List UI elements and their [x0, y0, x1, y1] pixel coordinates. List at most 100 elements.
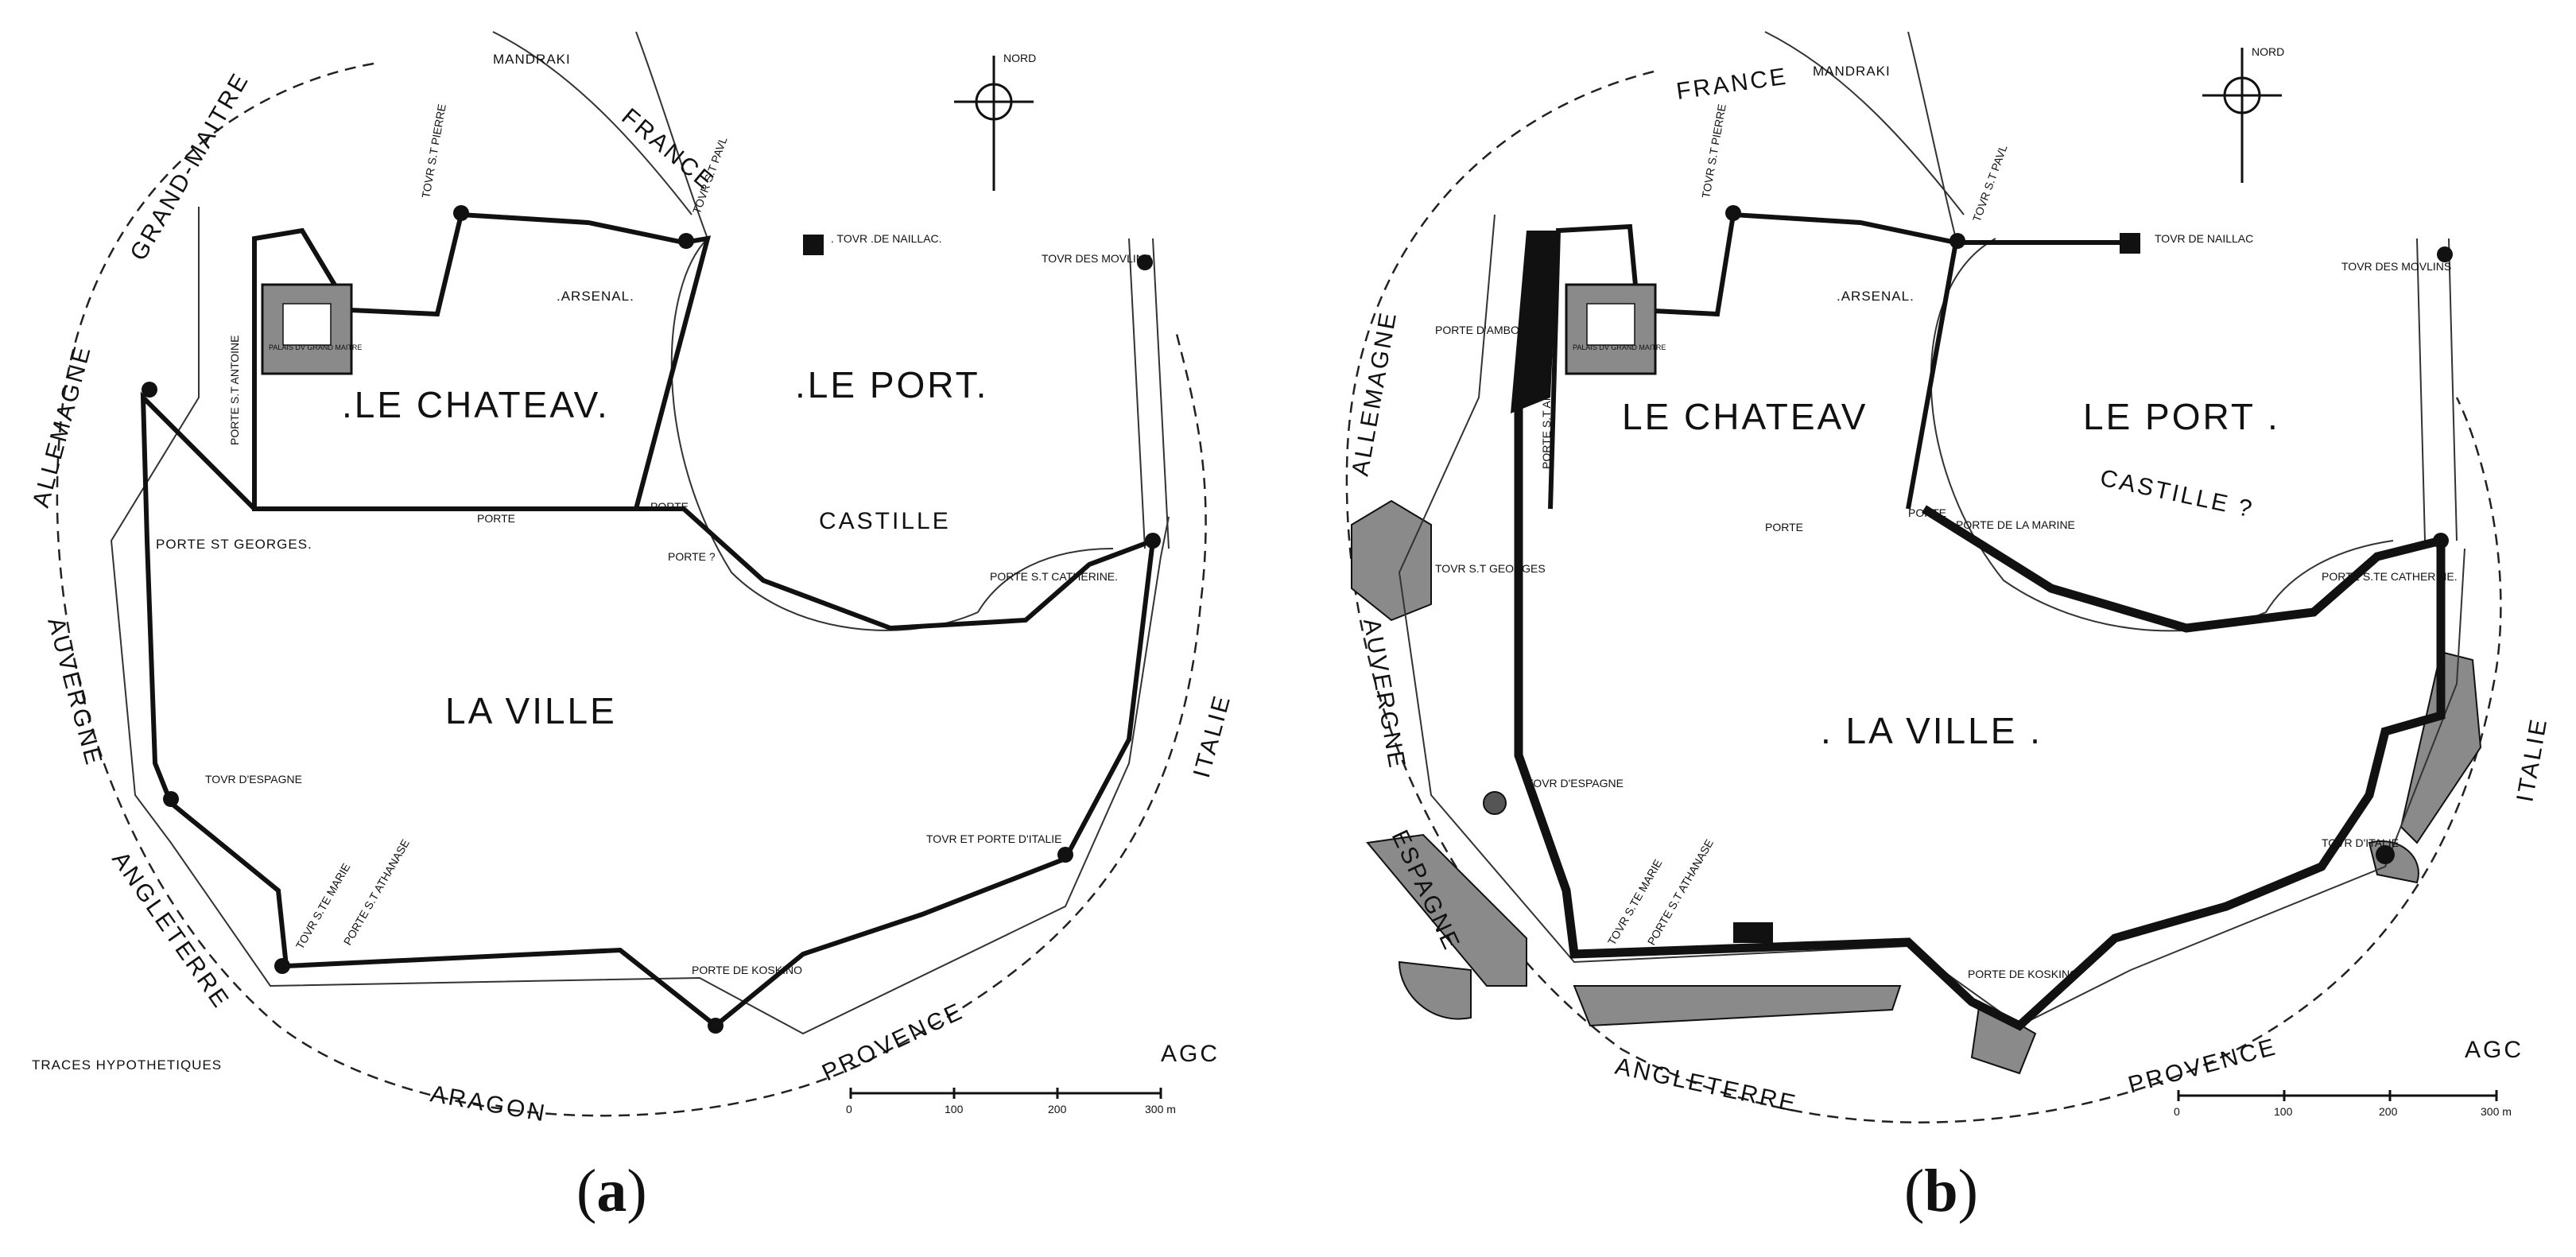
label-porte-georges-a: PORTE ST GEORGES. — [156, 537, 312, 552]
label-porte-catherine-b: PORTE S.TE CATHERINE. — [2322, 570, 2458, 583]
district-label-a: ANGLETERRE — [107, 847, 235, 1014]
tower-marker-a — [163, 791, 179, 807]
label-porte-athanase-a: PORTE S.T ATHANASE — [341, 837, 412, 948]
tower-marker-b — [2433, 533, 2449, 549]
map-panel-b: LE CHATEAV LE PORT . . LA VILLE . .ARSEN… — [1288, 0, 2576, 1257]
tower-marker-b — [1725, 205, 1741, 221]
harbour-curve-b — [1930, 238, 2394, 632]
label-tour-pierre-a: TOVR S.T PIERRE — [419, 103, 448, 199]
map-panel-a: .LE CHATEAV. .LE PORT. LA VILLE .ARSENAL… — [28, 31, 1236, 1226]
label-signature-a: AGC — [1161, 1041, 1220, 1067]
label-tour-italie-b: TOVR D'ITALIE — [2322, 836, 2399, 849]
scale-label-b: 300 m — [2481, 1105, 2512, 1118]
bastion-koskino-b — [1970, 1000, 2037, 1075]
label-traces-a: TRACES HYPOTHETIQUES — [32, 1057, 222, 1073]
label-porte-antoine-a: PORTE S.T ANTOINE — [228, 336, 241, 445]
label-north-b: NORD — [2252, 45, 2284, 58]
district-label-a: PROVENCE — [818, 998, 968, 1086]
district-label-a: ARAGON — [429, 1080, 549, 1127]
tower-marker-a — [1145, 533, 1161, 549]
district-label-a: GRAND-MAITRE — [125, 68, 254, 265]
label-castille-a: CASTILLE — [819, 508, 951, 534]
label-mandraki-a: MANDRAKI — [493, 52, 571, 67]
label-tour-espagne-b: TOVR D'ESPAGNE — [1527, 777, 1624, 790]
label-arsenal-a: .ARSENAL. — [557, 289, 634, 304]
label-palace-a: PALAIS DV GRAND MAITRE — [269, 343, 362, 351]
scale-bar-b — [2177, 1090, 2498, 1101]
label-porte-koskino-a: PORTE DE KOSKINO — [692, 964, 802, 976]
scale-label-a: 300 m — [1145, 1103, 1176, 1115]
label-palace-b: PALAIS DV GRAND MAITRE — [1573, 343, 1666, 351]
bastion-south-b — [1573, 985, 1902, 1027]
tower-marker-a — [1137, 254, 1153, 270]
label-tour-italie-a: TOVR ET PORTE D'ITALIE — [926, 832, 1061, 845]
label-port-a: .LE PORT. — [795, 364, 988, 405]
caption-a: (a) — [576, 1157, 647, 1226]
tower-marker-a — [453, 205, 469, 221]
harbour-curve-a — [670, 238, 1114, 631]
palace-plaque-a — [282, 303, 332, 346]
north-compass-b — [2202, 48, 2282, 183]
palace-plaque-b — [1586, 303, 1635, 346]
tower-marker-b — [1949, 233, 1965, 249]
label-porte-marine-b: PORTE DE LA MARINE — [1956, 518, 2075, 531]
label-signature-b: AGC — [2465, 1037, 2524, 1063]
district-label-b: PROVENCE — [2125, 1034, 2279, 1099]
label-port-b: LE PORT . — [2083, 396, 2280, 437]
district-label-b: ALLEMAGNE — [1347, 308, 1402, 478]
bastion-west-b — [1351, 499, 1432, 622]
label-porte-a: PORTE — [477, 512, 515, 525]
label-porte2-b: PORTE — [1908, 506, 1946, 519]
label-porte2-a: PORTE — [650, 500, 689, 513]
district-label-a: FRANCE — [617, 103, 720, 196]
caption-letter-a: a — [596, 1158, 627, 1224]
district-label-b: ITALIE — [2512, 716, 2552, 805]
label-town-a: LA VILLE — [445, 690, 617, 731]
wall-block-b — [1733, 922, 1773, 943]
north-compass-a — [954, 56, 1034, 191]
mole-a — [492, 31, 1170, 549]
district-label-a: ITALIE — [1189, 691, 1236, 780]
label-tour-espagne-a: TOVR D'ESPAGNE — [205, 773, 302, 786]
tower-marker-a — [678, 233, 694, 249]
label-town-b: . LA VILLE . — [1821, 710, 2043, 751]
town-wall-a — [140, 391, 1156, 1029]
label-porte-q-a: PORTE ? — [668, 550, 716, 563]
tower-marker-b — [1483, 791, 1507, 815]
caption-close-b: ) — [1957, 1158, 1978, 1224]
label-tour-georges-b: TOVR S.T GEORGES — [1435, 562, 1546, 575]
label-mandraki-b: MANDRAKI — [1813, 64, 1891, 79]
town-wall-b — [1514, 382, 2446, 1031]
label-porte-catherine-a: PORTE S.T CATHERINE. — [990, 570, 1118, 583]
district-label-b: AUVERGNE — [1358, 616, 1410, 771]
scale-label-a: 100 — [945, 1103, 964, 1115]
tower-marker-a — [708, 1018, 724, 1034]
label-porte-koskino-b: PORTE DE KOSKINO — [1968, 968, 2078, 980]
label-north-a: NORD — [1003, 52, 1036, 64]
tower-marker-b — [2376, 845, 2395, 864]
scale-bar-a — [849, 1088, 1162, 1099]
label-tour-paul-b: TOVR S.T PAVL — [1970, 143, 2010, 223]
district-label-a: AUVERGNE — [42, 615, 107, 769]
label-arsenal-b: .ARSENAL. — [1837, 289, 1915, 304]
label-tour-naillac-a: . TOVR .DE NAILLAC. — [831, 232, 942, 245]
label-porte-amboise-b: PORTE D'AMBOISE — [1435, 324, 1537, 336]
tower-marker-a — [274, 958, 290, 974]
caption-close-a: ) — [627, 1158, 647, 1224]
tower-naillac-a — [803, 235, 824, 255]
label-tour-moulins-b: TOVR DES MOVLINS — [2341, 260, 2451, 273]
label-castle-b: LE CHATEAV — [1622, 396, 1868, 437]
caption-b: (b) — [1904, 1157, 1978, 1226]
mole-b — [1764, 31, 2458, 541]
label-tour-pierre-b: TOVR S.T PIERRE — [1699, 103, 1728, 199]
label-tour-naillac-b: TOVR DE NAILLAC — [2155, 232, 2253, 245]
caption-letter-b: b — [1924, 1158, 1958, 1224]
caption-open-b: ( — [1904, 1158, 1925, 1224]
map-a-drawing: .LE CHATEAV. .LE PORT. LA VILLE .ARSENAL… — [28, 31, 1236, 1127]
district-boundary-b — [1345, 70, 2502, 1123]
label-porte-b: PORTE — [1765, 521, 1803, 533]
map-b-drawing: LE CHATEAV LE PORT . . LA VILLE . .ARSEN… — [1345, 31, 2553, 1123]
tower-marker-a — [1057, 847, 1073, 863]
scale-label-b: 200 — [2379, 1105, 2398, 1118]
scale-label-b: 100 — [2274, 1105, 2293, 1118]
